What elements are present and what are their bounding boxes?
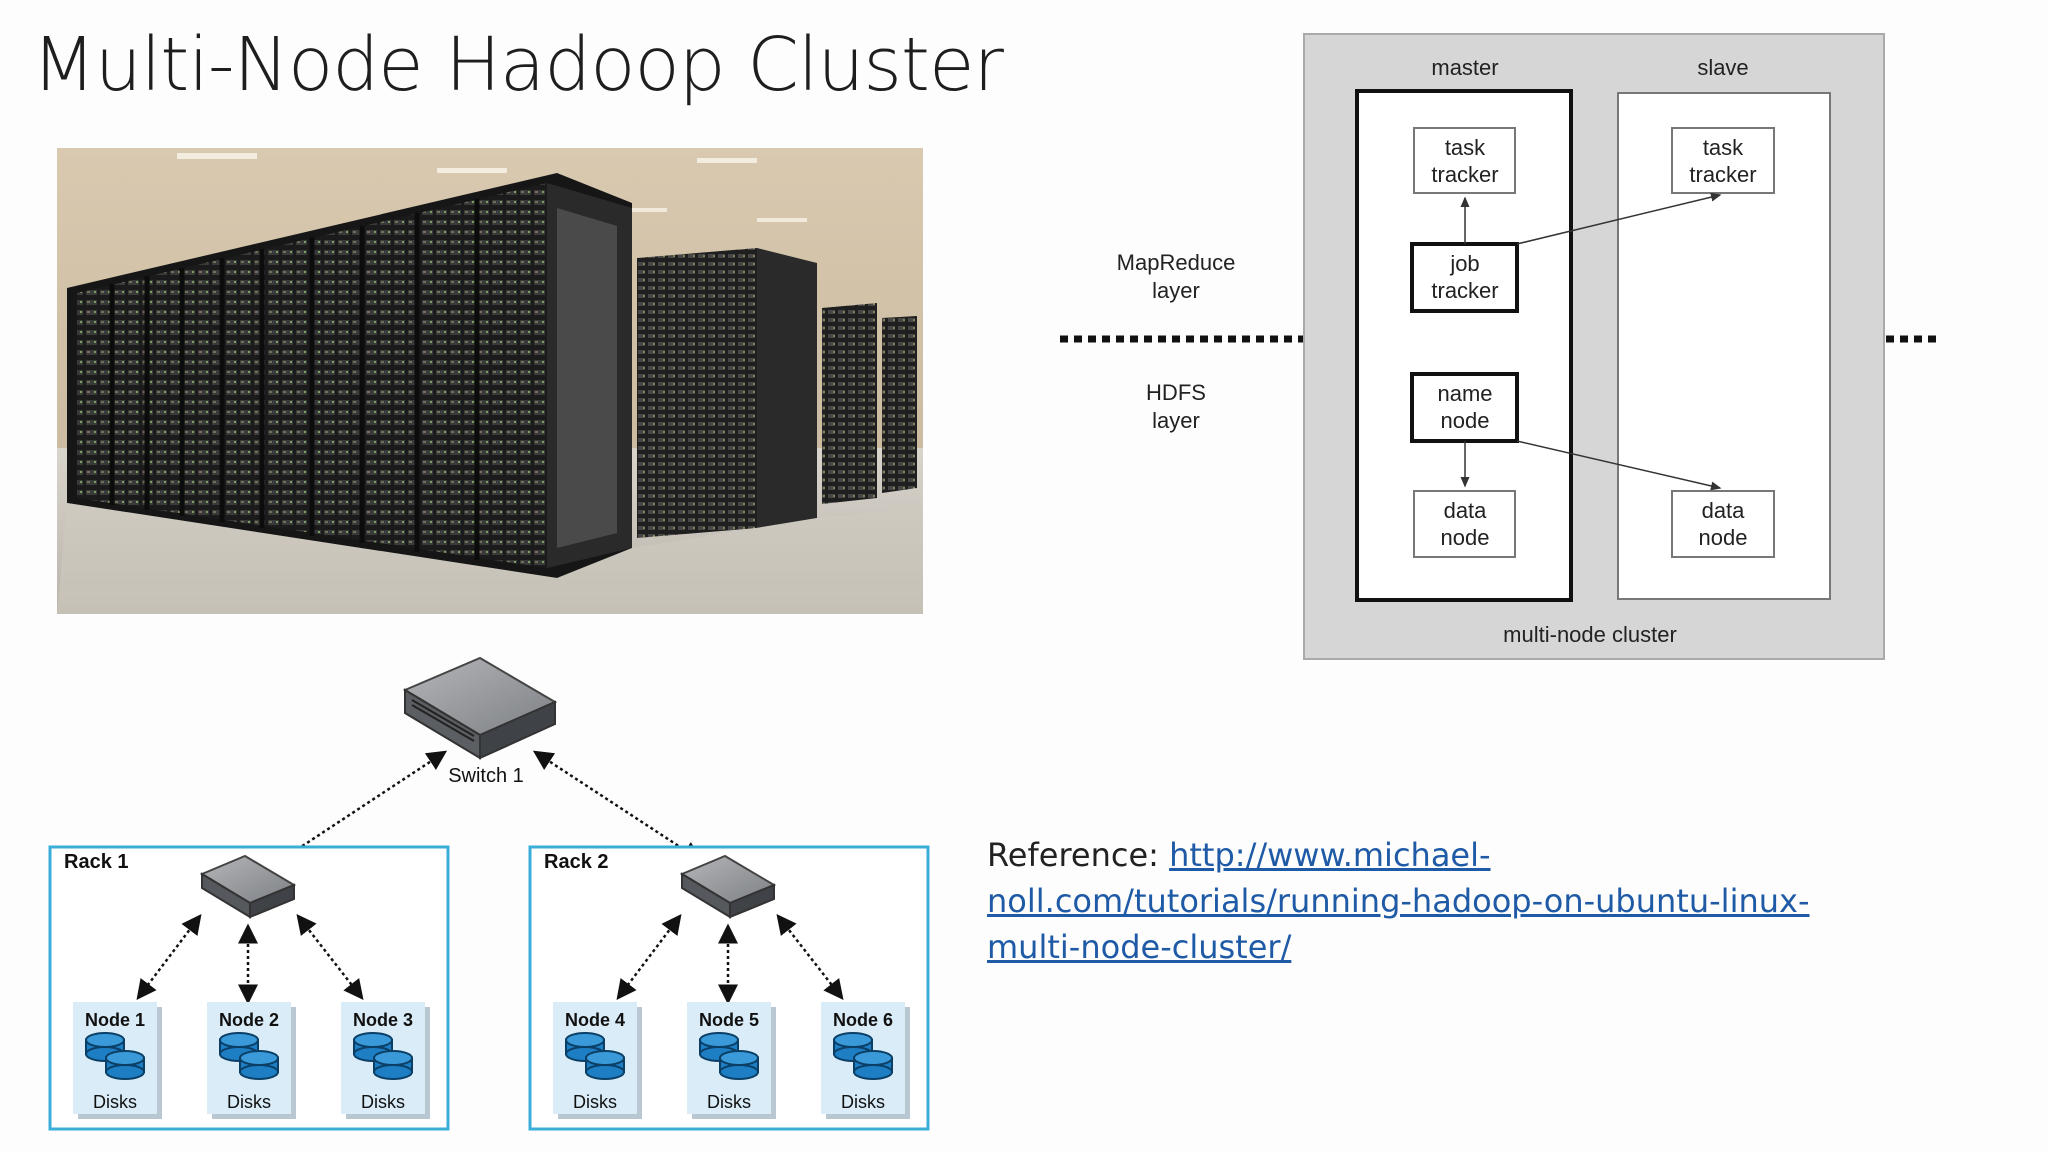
name-node-line1: name: [1437, 381, 1492, 406]
slave-data-node-line2: node: [1699, 525, 1748, 550]
disks-icon: [85, 1032, 145, 1080]
slave-task-tracker-line2: tracker: [1689, 162, 1756, 187]
slave-task-tracker-line1: task: [1703, 135, 1744, 160]
master-task-tracker-line1: task: [1445, 135, 1486, 160]
disks-label: Disks: [361, 1092, 405, 1112]
disks-label: Disks: [227, 1092, 271, 1112]
master-label: master: [1431, 55, 1498, 80]
job-tracker-line2: tracker: [1431, 278, 1498, 303]
layer-labels: MapReduce layer HDFS layer: [1117, 250, 1236, 433]
disks-label: Disks: [841, 1092, 885, 1112]
reference-link-line2[interactable]: noll.com/tutorials/running-hadoop-on-ubu…: [987, 882, 1810, 920]
disks-icon: [565, 1032, 625, 1080]
rack-topology-diagram: Switch 1 Rack 1 Rack 2: [0, 640, 980, 1152]
node-card: Node 4 Disks: [553, 1002, 642, 1119]
job-tracker-box: [1410, 242, 1519, 313]
master-data-node-box: [1413, 490, 1516, 558]
disks-icon: [699, 1032, 759, 1080]
master-task-tracker-box: [1413, 127, 1516, 194]
disks-icon: [833, 1032, 893, 1080]
disks-label: Disks: [573, 1092, 617, 1112]
disks-label: Disks: [707, 1092, 751, 1112]
node-label: Node 2: [219, 1010, 279, 1030]
job-tracker-line1: job: [1449, 251, 1479, 276]
server-racks-photo: [57, 148, 923, 614]
rack-2-switch-icon: [679, 854, 777, 919]
node-card: Node 3 Disks: [341, 1002, 430, 1119]
mapreduce-layer-line2: layer: [1152, 278, 1200, 303]
rack-2-label: Rack 2: [544, 851, 609, 873]
master-task-tracker-line2: tracker: [1431, 162, 1498, 187]
slave-label: slave: [1697, 55, 1748, 80]
node-label: Node 1: [85, 1010, 145, 1030]
node-label: Node 3: [353, 1010, 413, 1030]
rack-1-label: Rack 1: [64, 851, 129, 873]
name-to-slave-data-arrow: [1516, 440, 1722, 491]
disks-label: Disks: [93, 1092, 137, 1112]
node-label: Node 6: [833, 1010, 893, 1030]
node-card: Node 1 Disks: [73, 1002, 162, 1119]
reference-block: Reference: http://www.michael- noll.com/…: [987, 832, 1887, 970]
slide-title: Multi-Node Hadoop Cluster: [32, 22, 1004, 108]
switch-1-icon: [402, 656, 558, 760]
switch-1-label: Switch 1: [448, 765, 524, 787]
master-data-node-line1: data: [1444, 498, 1488, 523]
reference-prefix: Reference:: [987, 836, 1170, 874]
reference-link-line1[interactable]: http://www.michael-: [1169, 836, 1491, 874]
master-data-node-line2: node: [1441, 525, 1490, 550]
name-node-line2: node: [1441, 408, 1490, 433]
node-card: Node 2 Disks: [207, 1002, 296, 1119]
rack-1-switch-icon: [199, 854, 297, 919]
master-slave-diagram: master slave task tracker job tracker na…: [1300, 30, 1900, 670]
hdfs-layer-line1: HDFS: [1146, 380, 1206, 405]
slave-data-node-line1: data: [1702, 498, 1746, 523]
disks-icon: [353, 1032, 413, 1080]
reference-link-line3[interactable]: multi-node-cluster/: [987, 928, 1292, 966]
disks-icon: [219, 1032, 279, 1080]
node-label: Node 4: [565, 1010, 625, 1030]
mapreduce-layer-line1: MapReduce: [1117, 250, 1236, 275]
hdfs-layer-line2: layer: [1152, 408, 1200, 433]
node-card: Node 5 Disks: [687, 1002, 776, 1119]
cluster-footer-label: multi-node cluster: [1503, 622, 1677, 647]
job-to-slave-task-arrow: [1516, 192, 1722, 245]
node-card: Node 6 Disks: [821, 1002, 910, 1119]
slave-task-tracker-box: [1671, 127, 1775, 194]
slave-data-node-box: [1671, 490, 1775, 558]
node-label: Node 5: [699, 1010, 759, 1030]
